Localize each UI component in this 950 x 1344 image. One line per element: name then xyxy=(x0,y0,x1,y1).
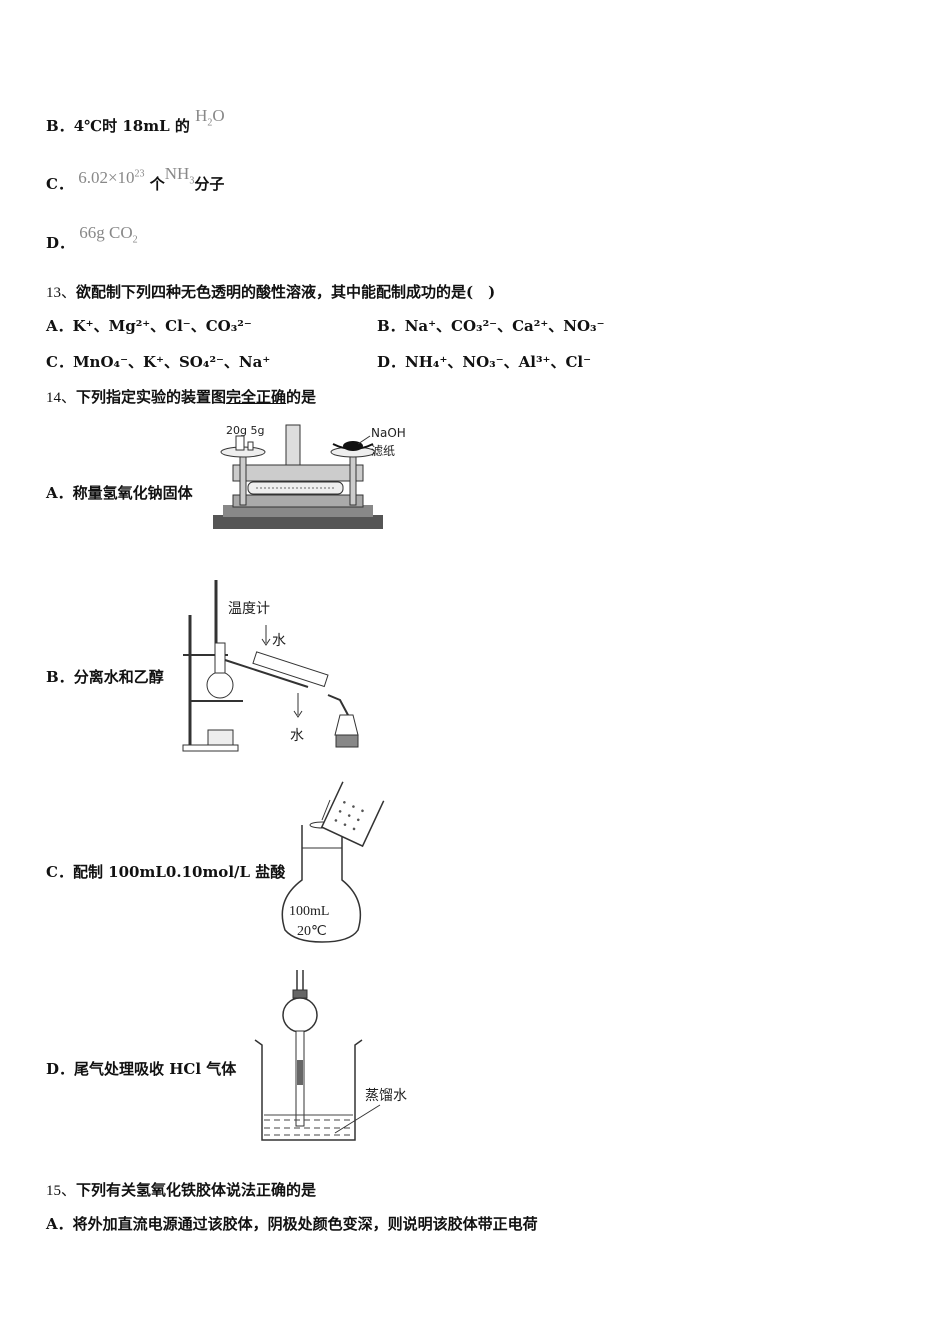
option-label: D． xyxy=(46,1060,75,1078)
option-text: K⁺、Mg²⁺、Cl⁻、CO₃²⁻ xyxy=(72,317,252,335)
option-text: 将外加直流电源通过该胶体，阴极处颜色变深，则说明该胶体带正电荷 xyxy=(72,1215,538,1233)
option-label: B． xyxy=(46,117,74,135)
option-label: C． xyxy=(46,353,73,371)
option-text: 称量氢氧化钠固体 xyxy=(72,484,193,502)
option-label: B． xyxy=(46,668,74,686)
distillation-apparatus-figure: 温度计 水 水 xyxy=(182,580,359,752)
question-stem: 下列有关氢氧化铁胶体说法正确的是 xyxy=(76,1181,317,1199)
q14-stem: 14、下列指定实验的装置图完全正确的是 xyxy=(46,386,316,407)
option-label: C． xyxy=(46,863,73,881)
option-label: A． xyxy=(46,1215,73,1233)
balance-scale-figure: 20g 5g NaOH 滤纸 xyxy=(213,424,406,529)
option-text: 配制 100mL0.10mol/L 盐酸 xyxy=(72,863,286,881)
water-in-label: 水 xyxy=(272,633,286,649)
question-stem-post: 的是 xyxy=(286,388,317,406)
question-stem-pre: 下列指定实验的装置图 xyxy=(76,388,227,406)
gas-absorption-figure: 蒸馏水 xyxy=(254,970,407,1141)
naoh-label: NaOH xyxy=(371,426,406,440)
question-number: 13、 xyxy=(46,285,77,301)
distilled-water-label: 蒸馏水 xyxy=(365,1088,407,1104)
question-stem: 欲配制下列四种无色透明的酸性溶液，其中能配制成功的是( ) xyxy=(76,283,496,301)
avogadro-number: 6.02×10 xyxy=(78,168,135,187)
q12-option-b: B．4℃时 18mL 的 H2O xyxy=(46,106,225,138)
q14-option-a: A．称量氢氧化钠固体 xyxy=(46,482,193,503)
weights-label: 20g 5g xyxy=(226,424,264,437)
measure-word: 个 xyxy=(149,175,165,193)
formula-nh3: NH3 xyxy=(164,164,195,187)
q13-option-a: A．K⁺、Mg²⁺、Cl⁻、CO₃²⁻ xyxy=(46,315,252,336)
formula-nh: NH xyxy=(164,164,190,183)
question-number: 15、 xyxy=(46,1183,77,1199)
q15-stem: 15、下列有关氢氧化铁胶体说法正确的是 xyxy=(46,1179,316,1200)
q14-option-c: C．配制 100mL0.10mol/L 盐酸 xyxy=(46,861,285,882)
option-text: Na⁺、CO₃²⁻、Ca²⁺、NO₃⁻ xyxy=(404,317,605,335)
q15-option-a: A．将外加直流电源通过该胶体，阴极处颜色变深，则说明该胶体带正电荷 xyxy=(46,1213,538,1234)
formula-co2: 66g CO2 xyxy=(79,223,138,246)
q13-stem: 13、欲配制下列四种无色透明的酸性溶液，其中能配制成功的是( ) xyxy=(46,281,495,302)
q13-option-b: B．Na⁺、CO₃²⁻、Ca²⁺、NO₃⁻ xyxy=(377,315,605,336)
subscript: 3 xyxy=(189,175,195,187)
q14-option-b: B．分离水和乙醇 xyxy=(46,666,164,687)
question-number: 14、 xyxy=(46,390,77,406)
option-text: 4℃时 18mL 的 xyxy=(73,117,190,135)
formula-h2o: H2O xyxy=(195,106,225,129)
option-label: C． xyxy=(46,175,73,193)
q12-option-c: C． 6.02×1023 个NH3分子 xyxy=(46,164,225,196)
subscript: 2 xyxy=(132,234,138,246)
volumetric-flask-figure: 100mL 20℃ xyxy=(281,781,385,943)
question-stem-emphasis: 完全正确 xyxy=(226,388,287,406)
option-label: B． xyxy=(377,317,405,335)
flask-temperature-label: 20℃ xyxy=(297,924,327,939)
option-text: NH₄⁺、NO₃⁻、Al³⁺、Cl⁻ xyxy=(405,353,592,371)
q13-option-c: C．MnO₄⁻、K⁺、SO₄²⁻、Na⁺ xyxy=(46,351,270,372)
water-out-label: 水 xyxy=(290,728,304,744)
flask-volume-label: 100mL xyxy=(289,904,329,919)
option-label: A． xyxy=(46,317,73,335)
exponent: 23 xyxy=(134,168,145,180)
q12-option-d: D． 66g CO2 xyxy=(46,223,138,255)
option-text: 分离水和乙醇 xyxy=(73,668,164,686)
formula-co: 66g CO xyxy=(79,223,133,242)
filter-paper-label: 滤纸 xyxy=(371,444,395,458)
q13-option-d: D．NH₄⁺、NO₃⁻、Al³⁺、Cl⁻ xyxy=(377,351,591,372)
option-text: MnO₄⁻、K⁺、SO₄²⁻、Na⁺ xyxy=(72,353,271,371)
option-label: D． xyxy=(377,353,406,371)
thermometer-label: 温度计 xyxy=(228,601,270,617)
formula-avogadro: 6.02×1023 xyxy=(78,168,144,187)
q14-option-d: D．尾气处理吸收 HCl 气体 xyxy=(46,1058,236,1079)
option-label: D． xyxy=(46,234,75,252)
option-label: A． xyxy=(46,484,73,502)
suffix-text: 分子 xyxy=(194,175,225,193)
option-text: 尾气处理吸收 HCl 气体 xyxy=(74,1060,237,1078)
